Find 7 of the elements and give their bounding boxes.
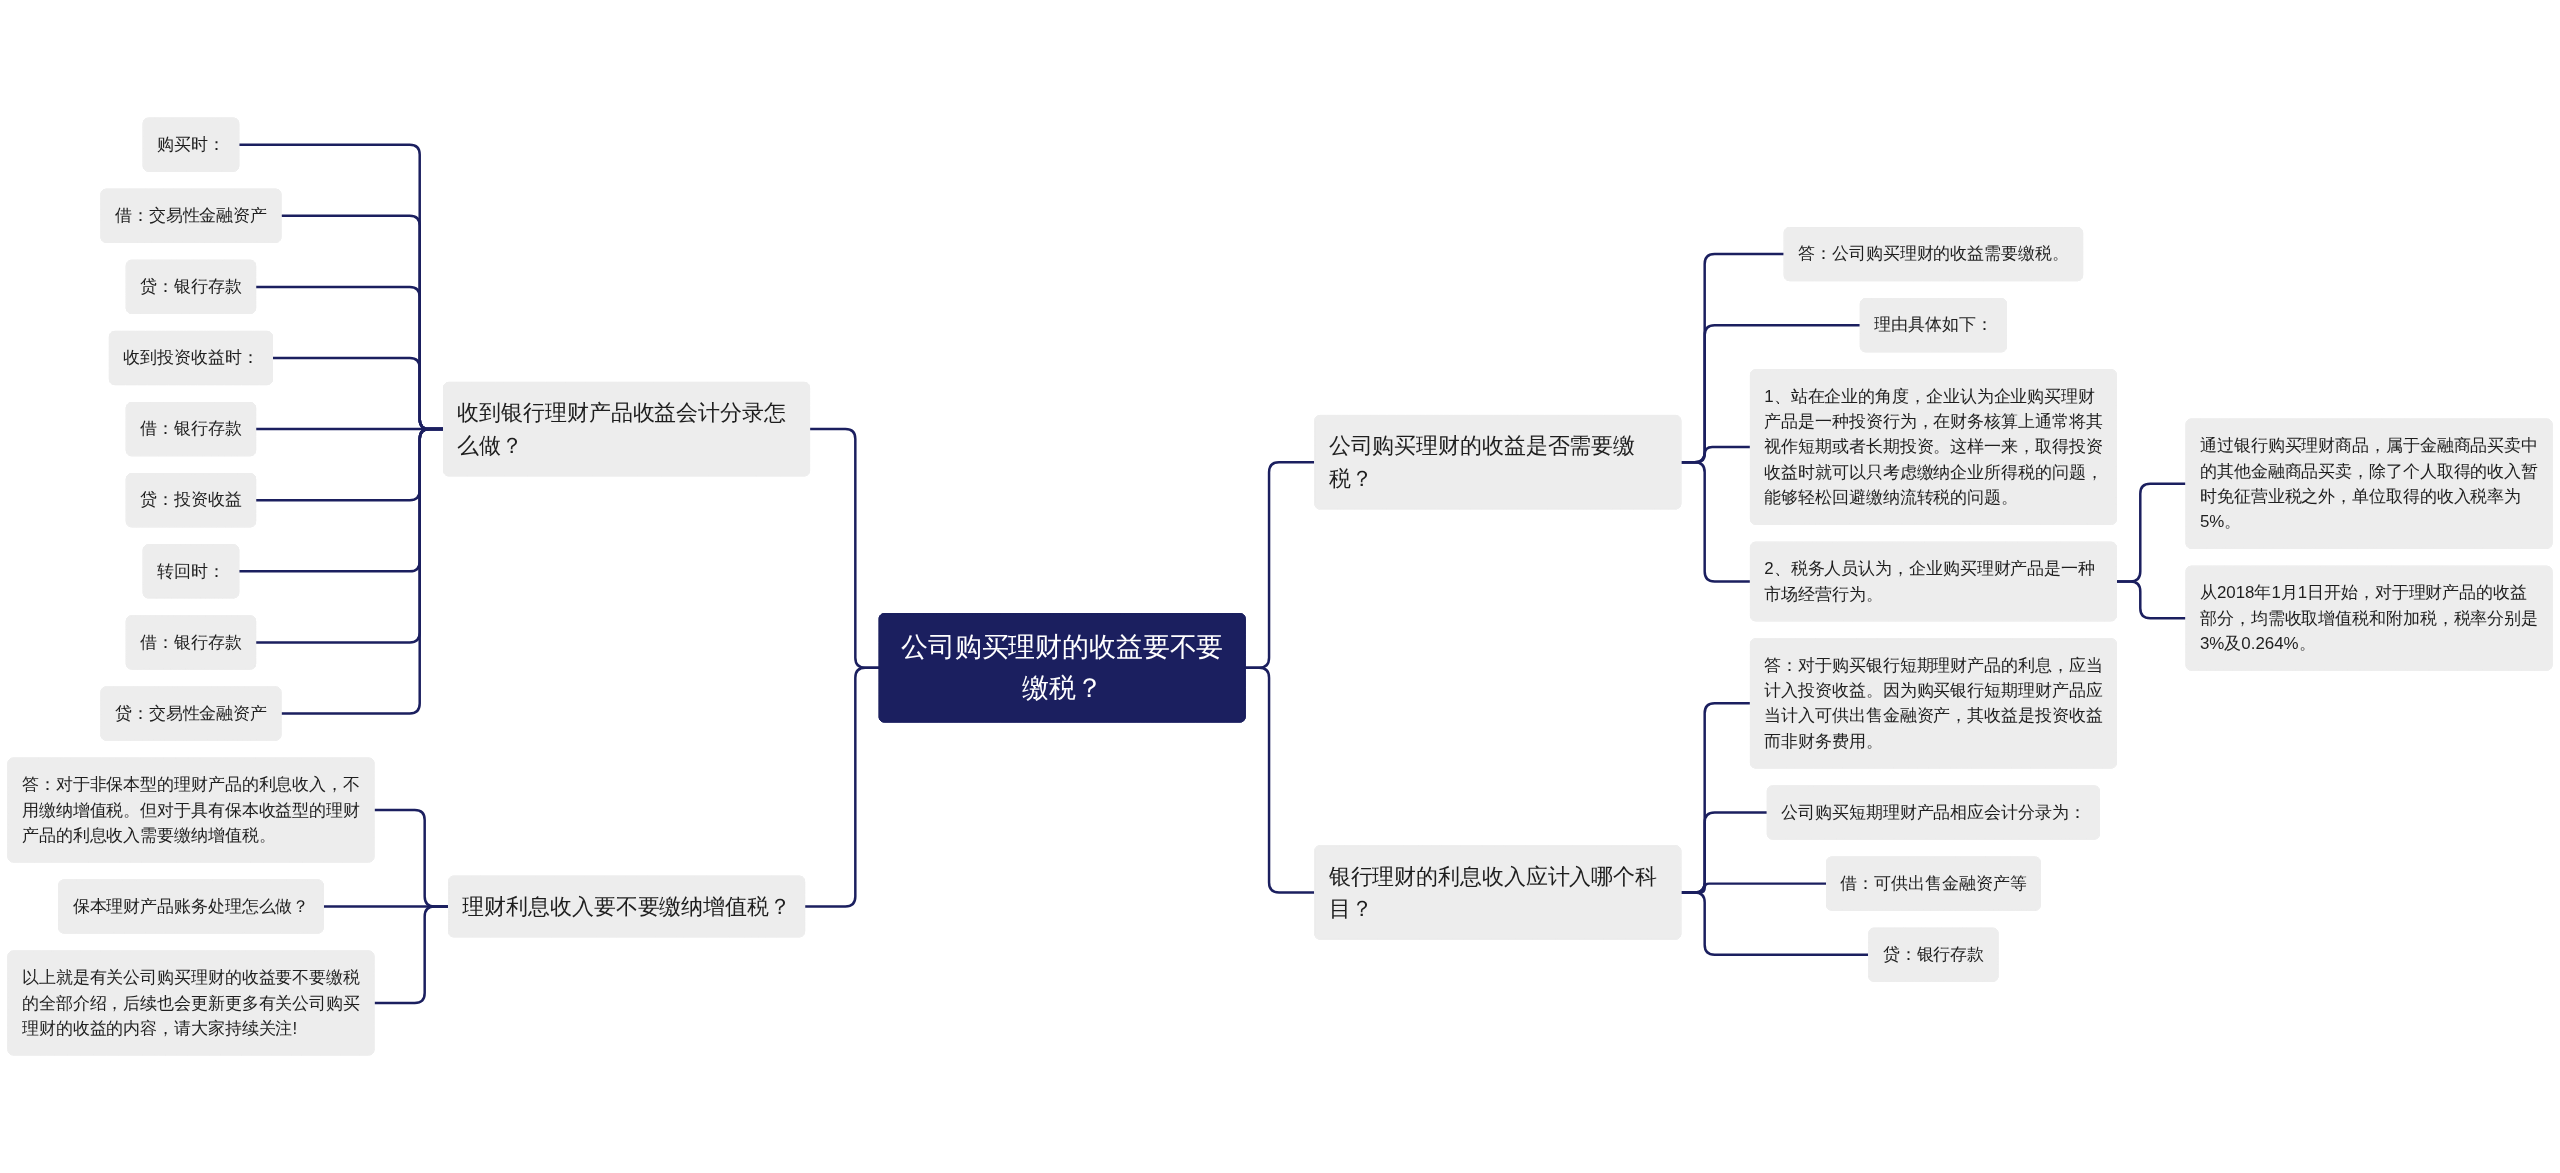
connector xyxy=(2116,580,2187,620)
connector xyxy=(804,666,880,908)
connector xyxy=(1245,666,1315,894)
connector xyxy=(1680,460,1751,583)
connector xyxy=(1680,891,1869,956)
connector xyxy=(280,427,444,715)
connector xyxy=(373,905,449,1005)
